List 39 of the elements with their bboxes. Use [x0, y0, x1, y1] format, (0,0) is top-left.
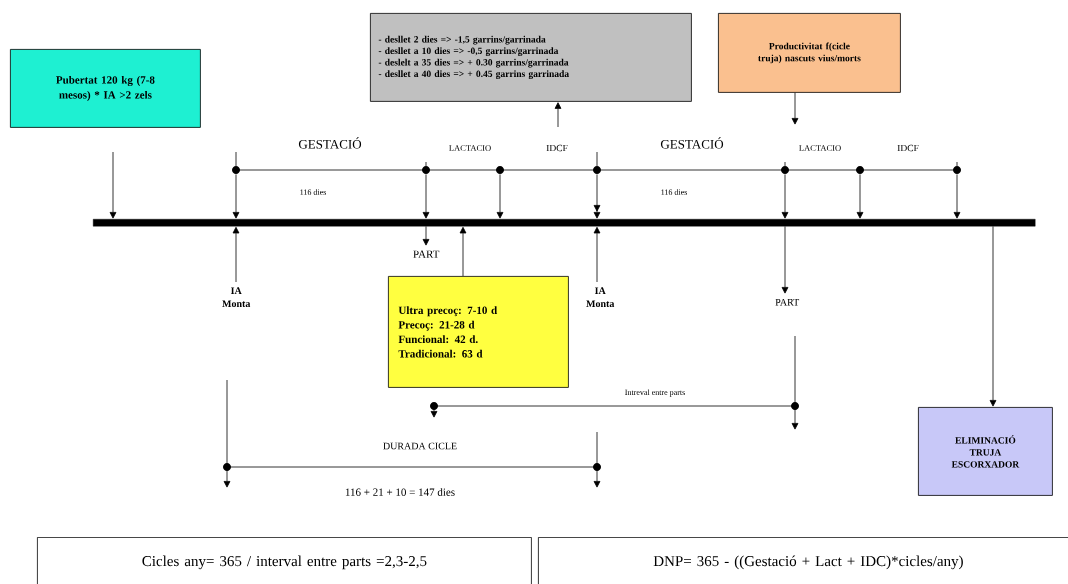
info-box: - desllet 2 dies => -1,5 garrins/garrinada - desllet a 10 dies => -0,5 garrins/garrinada - deslelt a 35 dies => + 0.30 garrins/garrinada - desllet a 40 dies => + 0.45 garrins garrinada [370, 13, 692, 102]
phase-label: LACTACIO [449, 145, 491, 151]
info-box: Productivitat f(cicle truja) nascuts vius/morts [718, 13, 901, 93]
arrow [109, 151, 117, 219]
duration-label: 116 dies [661, 189, 687, 195]
formula-box: DNP= 365 - ((Gestació + Lact + IDC)*cicles/any) [538, 537, 1068, 584]
phase-label: GESTACIÓ [298, 137, 362, 149]
arrow [781, 174, 789, 219]
info-box: ELIMINACIÓ TRUJA ESCORXADOR [918, 407, 1053, 496]
arrow [953, 174, 961, 219]
phase-label: LACTACIO [799, 145, 841, 151]
event-label: IA Monta [586, 287, 615, 308]
interval-label: Intreval entre parts [625, 389, 685, 397]
info-box: Ultra precoç: 7-10 d Precoç: 21-28 d Funcional: 42 d. Tradicional: 63 d [388, 276, 569, 388]
interval-label: DURADA CICLE [383, 442, 457, 450]
phase-label: GESTACIÓ [660, 137, 724, 149]
timeline-line [232, 166, 961, 174]
arrow [781, 226, 789, 294]
formula-box: Cicles any= 365 / interval entre parts =2,3-2,5 [37, 537, 532, 584]
interval-label: 116 + 21 + 10 = 147 dies [345, 488, 455, 496]
arrow [791, 92, 799, 125]
arrow [989, 226, 997, 407]
arrow [593, 226, 601, 283]
arrow [554, 102, 562, 128]
duration-label: 116 dies [300, 189, 326, 195]
arrow [496, 174, 504, 219]
event-label: PART [413, 250, 440, 258]
arrow [593, 174, 601, 219]
arrow [232, 226, 240, 283]
event-label: PART [775, 298, 800, 306]
phase-label: IDCF [897, 144, 919, 152]
phase-label: IDCF [546, 144, 568, 152]
arrow [459, 226, 467, 277]
arrow [232, 174, 240, 219]
arrow [422, 174, 430, 219]
arrow [422, 226, 430, 246]
event-label: IA Monta [222, 287, 251, 308]
info-box: Pubertat 120 kg (7-8 mesos) * IA >2 zels [10, 49, 201, 128]
arrow [856, 174, 864, 219]
